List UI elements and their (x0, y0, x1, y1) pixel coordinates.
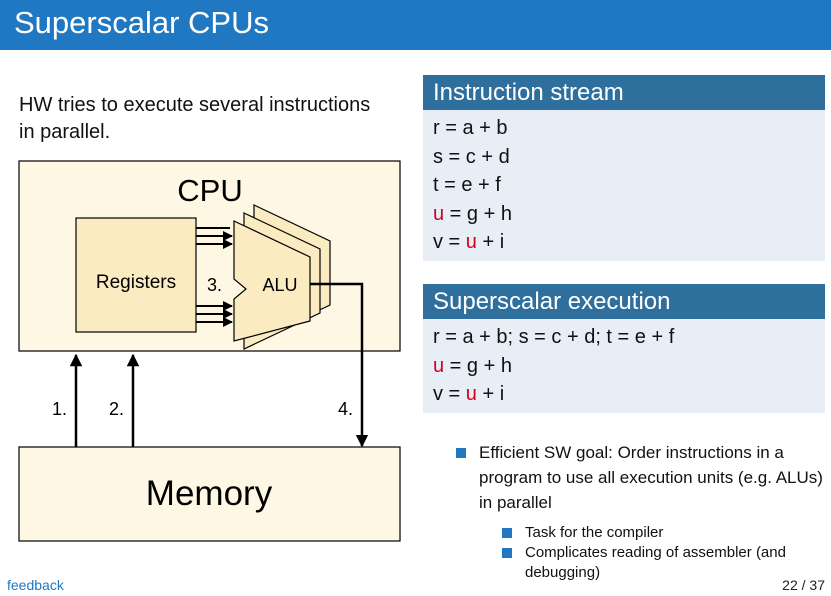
bullet-square-icon (502, 528, 512, 538)
bullet-item: Efficient SW goal: Order instructions in… (456, 440, 826, 515)
instruction-line: u = g + h (433, 202, 512, 225)
instruction-line: t = e + f (433, 174, 501, 196)
instruction-line: s = c + d (433, 145, 510, 168)
alu-label: ALU (262, 275, 297, 295)
sub-bullet-list: Task for the compiler Complicates readin… (456, 523, 826, 583)
step-4-label: 4. (338, 399, 353, 419)
registers-box (75, 217, 197, 333)
alu-unit (233, 220, 311, 342)
instruction-line: v = u + i (433, 231, 505, 253)
sub-bullet-item: Task for the compiler (502, 523, 826, 543)
bullet-text: Efficient SW goal: Order instructions in… (479, 443, 823, 512)
intro-text: HW tries to execute several instructions… (19, 94, 371, 143)
superscalar-execution-heading: Superscalar execution (423, 284, 825, 319)
instruction-line: r = a + b (433, 117, 508, 139)
memory-label: Memory (146, 474, 273, 513)
page-number: 22 / 37 (782, 577, 825, 593)
registers-label: Registers (96, 272, 176, 293)
step-1-label: 1. (52, 399, 67, 419)
cpu-label: CPU (177, 173, 242, 208)
cpu-diagram: CPU Registers ALU 3. Memory 1. 2. 4. (18, 160, 401, 542)
instruction-stream-heading: Instruction stream (423, 75, 825, 110)
sub-bullet-item: Complicates reading of assembler (and de… (502, 543, 826, 583)
alu-to-memory-arrow (310, 282, 369, 448)
execution-line: v = u + i (433, 383, 505, 405)
execution-line: u = g + h (433, 354, 512, 377)
superscalar-execution-panel: Superscalar execution r = a + b; s = c +… (423, 284, 825, 413)
sub-bullet-text: Task for the compiler (525, 524, 664, 541)
instruction-stream-panel: Instruction stream r = a + b s = c + d t… (423, 75, 825, 261)
title-bar: Superscalar CPUs (0, 0, 831, 50)
superscalar-execution-body: r = a + b; s = c + d; t = e + f u = g + … (423, 319, 825, 413)
sub-bullet-text: Complicates reading of assembler (and de… (525, 544, 786, 581)
feedback-link[interactable]: feedback (7, 577, 64, 593)
slide-title: Superscalar CPUs (14, 5, 269, 40)
bullet-square-icon (502, 548, 512, 558)
memory-box (18, 446, 401, 542)
step-3-label: 3. (207, 275, 222, 295)
bullet-square-icon (456, 448, 466, 458)
bullet-list: Efficient SW goal: Order instructions in… (456, 440, 826, 583)
instruction-stream-body: r = a + b s = c + d t = e + f u = g + h … (423, 110, 825, 261)
execution-line: r = a + b; s = c + d; t = e + f (433, 326, 675, 348)
step-2-label: 2. (109, 399, 124, 419)
